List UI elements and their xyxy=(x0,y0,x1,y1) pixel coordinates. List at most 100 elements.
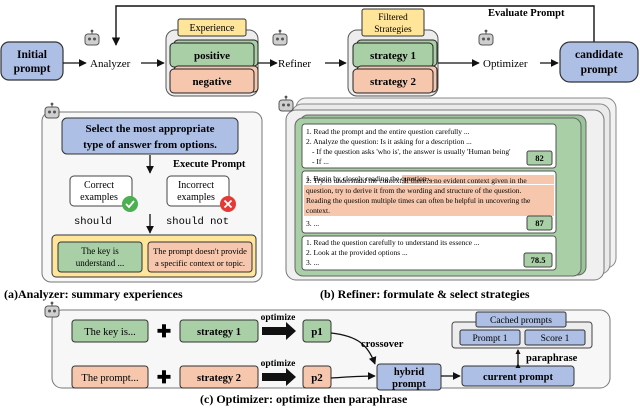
panel-b: 1. Read the prompt and the entire questi… xyxy=(278,95,617,301)
panel-a: Select the most appropriate type of answ… xyxy=(4,102,263,301)
card2-line: question, try to derive it from the word… xyxy=(306,186,521,195)
card3-line: 3. ... xyxy=(306,258,319,267)
card3-line: 1. Read the question carefully to unders… xyxy=(306,238,480,247)
instruction-box xyxy=(61,117,239,155)
strategy2-c-box xyxy=(179,365,259,389)
top-flow: Evaluate Prompt Initial prompt Analyzer … xyxy=(0,5,639,97)
check-icon xyxy=(122,196,138,212)
positive-experience-box xyxy=(57,241,143,273)
correct-examples-label-2: examples xyxy=(80,192,118,203)
card1-score: 82 xyxy=(535,153,544,163)
panel-b-caption: (b) Refiner: formulate & select strategi… xyxy=(320,287,530,301)
candidate-prompt-label-2: prompt xyxy=(581,64,618,76)
panel-c: The key is... ✚ strategy 1 optimize p1 T… xyxy=(44,301,611,406)
correct-examples-box xyxy=(69,175,133,207)
robot-icon xyxy=(278,95,294,112)
negative-experience-text: The prompt doesn't provide xyxy=(153,246,247,256)
optimize-label-2: optimize xyxy=(261,359,296,369)
panel-c-caption: (c) Optimizer: optimize then paraphrase xyxy=(200,392,408,406)
card2-line: 2. Try to understand the context. xyxy=(306,176,403,185)
hybrid-prompt-label-2: prompt xyxy=(392,379,426,390)
negative-box xyxy=(169,68,255,94)
initial-prompt-label: Initial xyxy=(17,49,47,61)
candidate-prompt-box xyxy=(559,41,639,83)
cached-prompts-title-box xyxy=(475,311,567,328)
strategy2-label: strategy 2 xyxy=(370,76,417,88)
strategy1-c-label: strategy 1 xyxy=(197,327,241,338)
negative-experience-box xyxy=(147,241,253,273)
filtered-title: Filtered xyxy=(378,13,408,23)
card2-line: context. xyxy=(306,206,330,215)
panel-a-caption: (a)Analyzer: summary experiences xyxy=(4,287,183,301)
paraphrase-label: paraphrase xyxy=(526,353,578,364)
strategy2-box xyxy=(352,68,434,94)
robot-icon xyxy=(44,102,60,119)
instruction-text: Select the most appropriate xyxy=(85,123,214,135)
strategy2-c-label: strategy 2 xyxy=(197,373,241,384)
incorrect-examples-label: Incorrect xyxy=(178,180,214,191)
negative-label: negative xyxy=(192,76,231,88)
current-prompt-label: current prompt xyxy=(483,372,553,383)
p2-label: p2 xyxy=(311,372,323,384)
robot-icon xyxy=(272,29,288,46)
evaluate-loop-line xyxy=(111,5,595,46)
positive-experience-text: The key is xyxy=(81,246,119,256)
hybrid-prompt-box xyxy=(376,363,442,391)
card2-line: 1. Begin by closely reading the question… xyxy=(306,174,434,183)
card2-score: 87 xyxy=(535,218,544,228)
card1-line: 1. Read the prompt and the entire questi… xyxy=(306,127,470,136)
score1-label: Score 1 xyxy=(541,334,570,344)
incorrect-examples-box xyxy=(166,175,230,207)
filtered-strategies-title-box xyxy=(361,8,425,37)
analyzer-label: Analyzer xyxy=(90,58,131,70)
positive-label: positive xyxy=(194,50,230,62)
positive-experience-text-2: understand ... xyxy=(76,258,125,268)
p1-box xyxy=(302,319,332,343)
incorrect-examples-label-2: examples xyxy=(177,192,215,203)
optimize-label-1: optimize xyxy=(261,313,296,323)
robot-icon xyxy=(44,301,60,318)
initial-prompt-label-2: prompt xyxy=(14,63,51,75)
card2-line: 3. ... xyxy=(306,219,319,228)
card3-score-box xyxy=(523,252,553,268)
crossover-arrow-2 xyxy=(330,372,376,380)
card1-line: - If ... xyxy=(312,157,329,166)
strategy-card-1 xyxy=(301,123,557,169)
instruction-text-2: type of answer from options. xyxy=(83,139,217,151)
strategy-card-3 xyxy=(301,235,557,271)
refiner-label: Refiner xyxy=(278,58,311,70)
plus-icon: ✚ xyxy=(157,368,171,387)
key-is-box xyxy=(71,319,149,343)
score1-box xyxy=(524,329,586,346)
p1-label: p1 xyxy=(311,326,323,338)
card2-line: If there?s no evident context given in t… xyxy=(404,176,527,185)
card3-score: 78.5 xyxy=(531,255,546,265)
experience-title: Experience xyxy=(190,23,236,34)
optimizer-label: Optimizer xyxy=(483,58,528,70)
prompt-dots-box xyxy=(71,365,149,389)
filtered-title-2: Strategies xyxy=(374,25,412,35)
card2-line: Reading the question multiple times can … xyxy=(306,196,531,205)
correct-examples-label: Correct xyxy=(84,180,114,191)
prompt-dots-label: The prompt... xyxy=(81,373,138,384)
card3-line: 2. Look at the provided options ... xyxy=(306,248,408,257)
negative-experience-text-2: a specific context or topic. xyxy=(155,258,245,268)
evaluate-prompt-label: Evaluate Prompt xyxy=(488,8,565,19)
prompt1-box xyxy=(459,329,521,346)
card1-line: 2. Analyze the question: Is it asking fo… xyxy=(306,137,472,146)
optimize-arrow-1 xyxy=(262,322,296,340)
strategy1-label: strategy 1 xyxy=(370,50,416,62)
key-is-label: The key is... xyxy=(84,327,136,338)
optimize-arrow-2 xyxy=(262,368,296,386)
card2-highlight xyxy=(304,185,554,216)
cached-prompts-title: Cached prompts xyxy=(490,316,552,326)
crossover-label: crossover xyxy=(361,339,404,350)
hybrid-prompt-label: hybrid xyxy=(394,367,425,378)
should-label: should xyxy=(74,216,112,228)
experience-title-box xyxy=(177,18,247,37)
prompt1-label: Prompt 1 xyxy=(472,334,507,344)
robot-icon xyxy=(84,29,100,46)
card1-score-box xyxy=(526,150,553,166)
crossover-arrow-1 xyxy=(330,332,377,365)
